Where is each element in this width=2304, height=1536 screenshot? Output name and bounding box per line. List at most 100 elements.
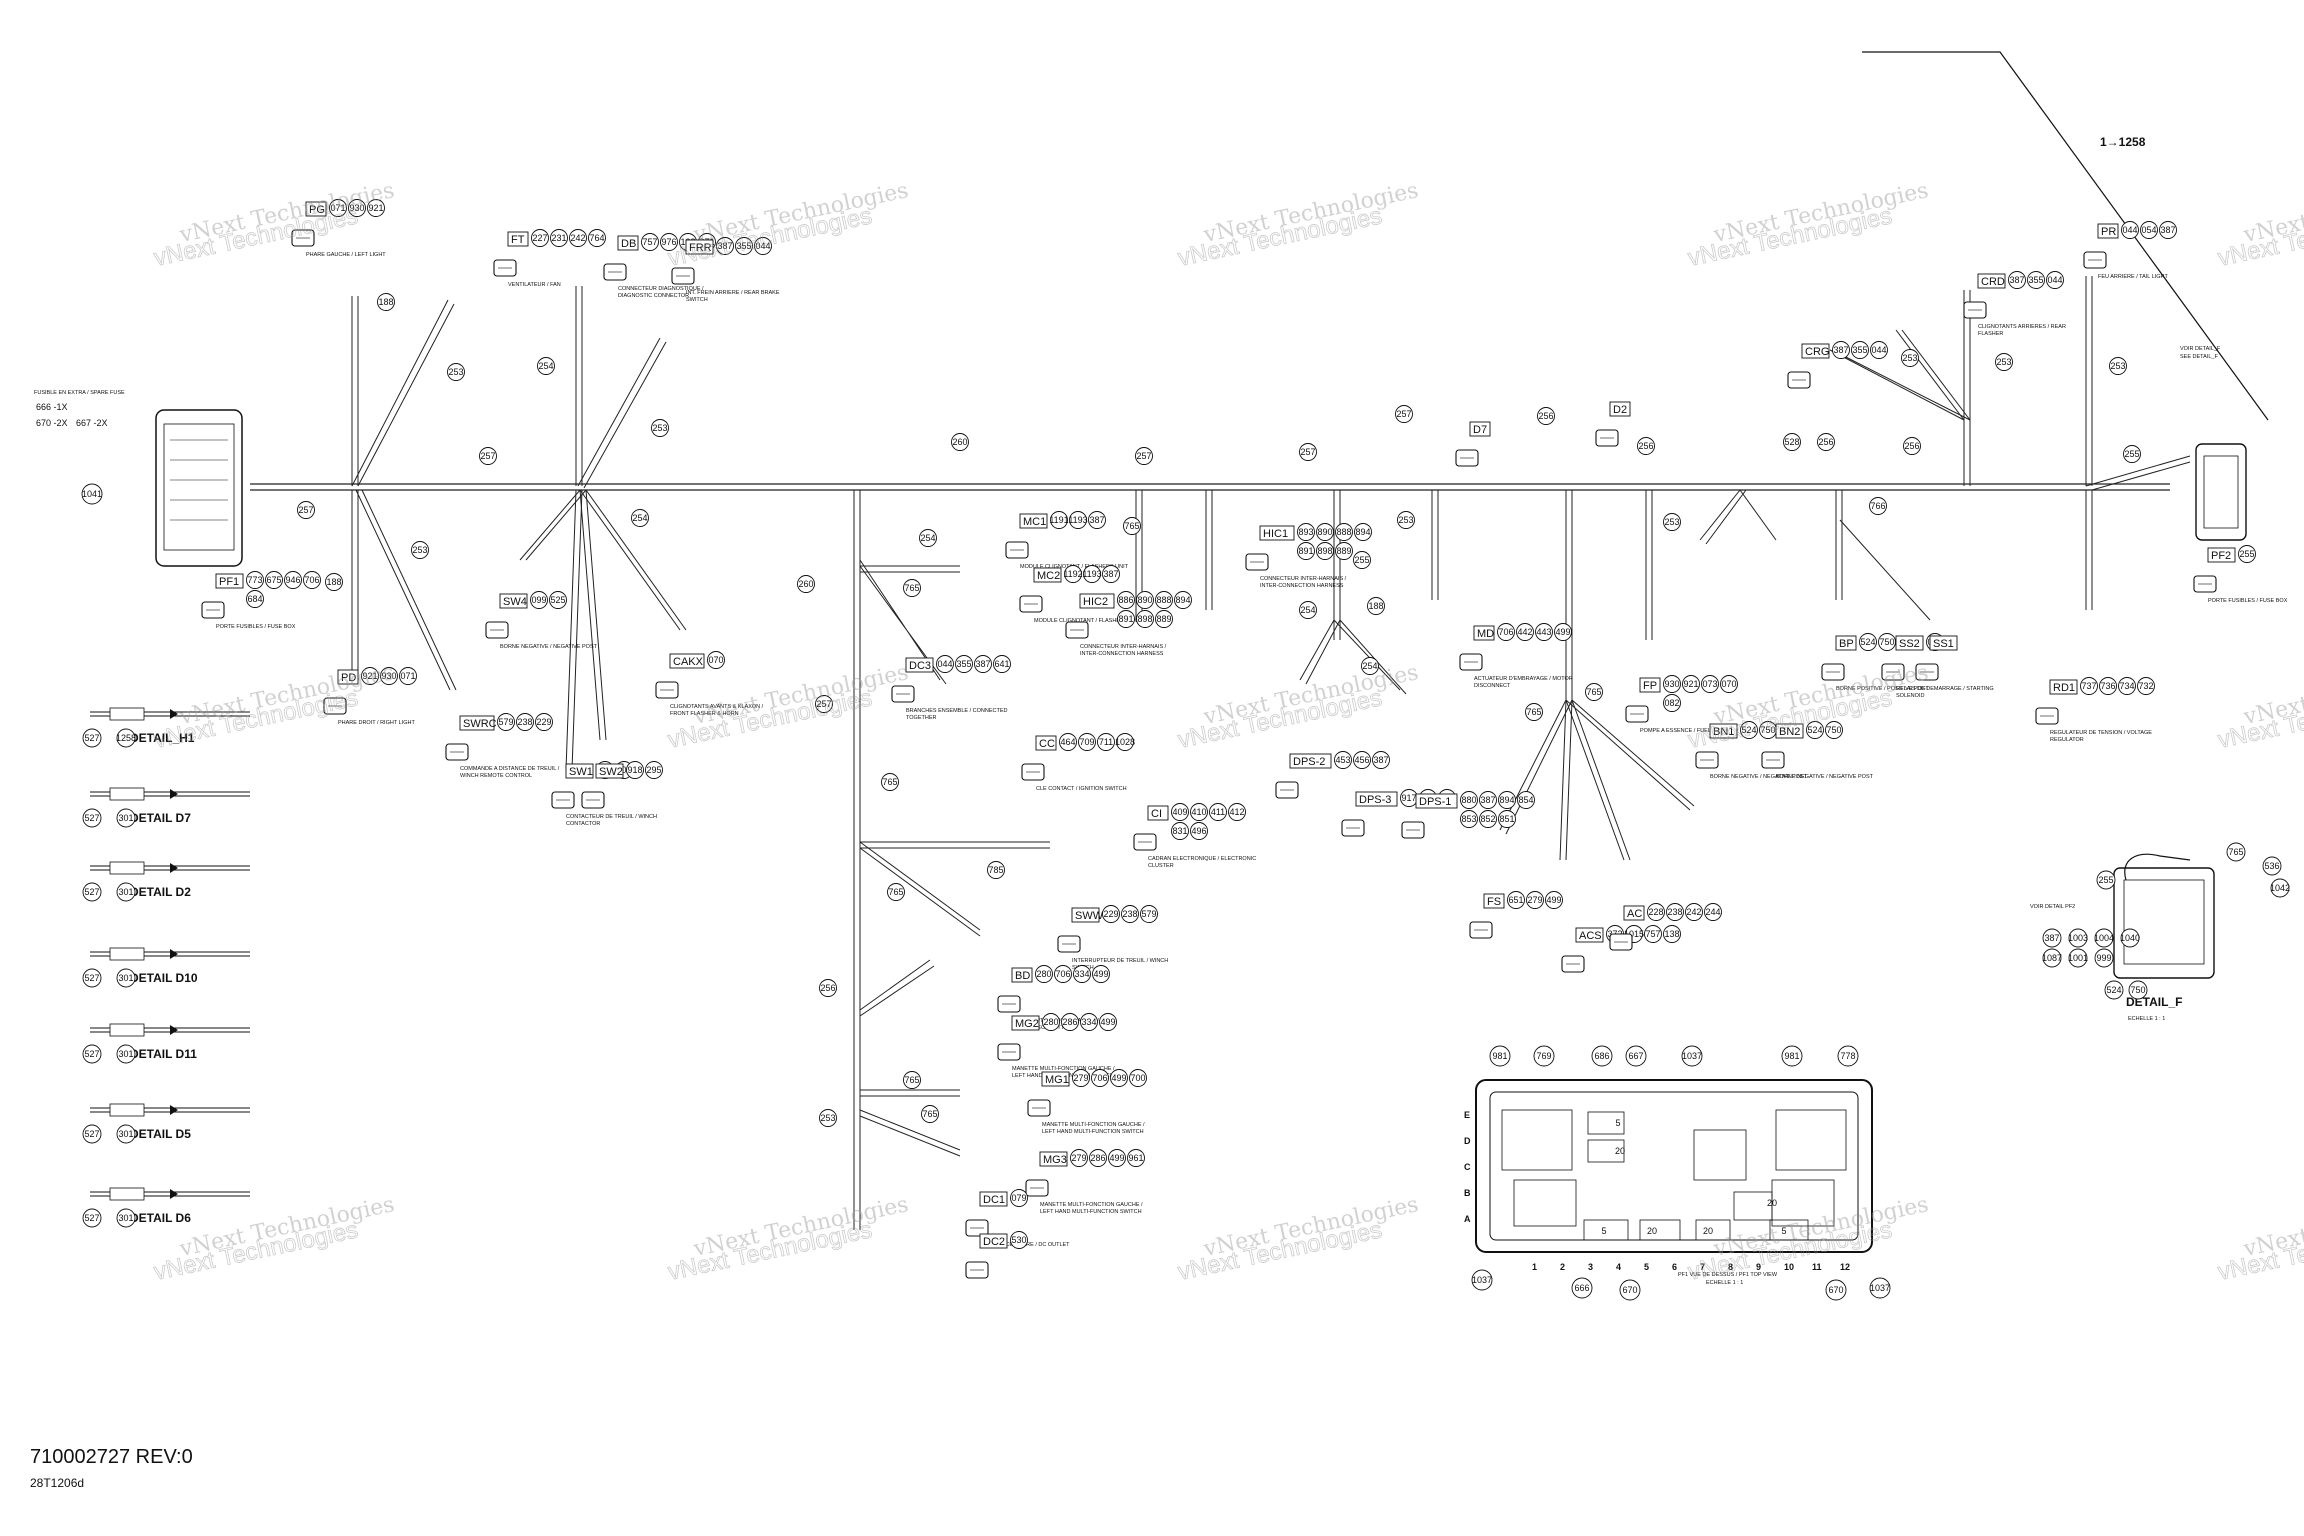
- wire-callout: 766: [1869, 497, 1887, 515]
- spare-fuse-line: 670 -2X: [36, 418, 68, 428]
- part-number: 641: [994, 659, 1009, 669]
- connector-code-box: [1011, 967, 1033, 983]
- connector-code: FT: [511, 234, 525, 246]
- connector-code: MG3: [1043, 1154, 1067, 1166]
- connector-swrc: SWRC COMMANDE A DISTANCE DE TREUIL /WINCH…: [445, 713, 560, 779]
- part-callout: 295: [645, 761, 663, 779]
- fuse-rating: 20: [1703, 1226, 1713, 1236]
- part-number: 765: [904, 1075, 919, 1085]
- connector-code: MC2: [1037, 570, 1060, 582]
- part-callout: 917: [1400, 789, 1418, 807]
- connector-description: VENTILATEUR / FAN: [508, 282, 561, 288]
- connector-code: FRR: [689, 242, 712, 254]
- connector-code-box: [1977, 273, 2006, 289]
- connector-code: SWRC: [463, 718, 497, 730]
- wire-callout: 256: [1537, 407, 1555, 425]
- part-callout: 894: [1498, 791, 1516, 809]
- fuse-rating: 20: [1647, 1226, 1657, 1236]
- detail-part-callout: 301: [116, 968, 136, 988]
- detail-diode-icon: [170, 1025, 178, 1035]
- part-callout: 286: [1061, 1013, 1079, 1031]
- wire-callout: 256: [819, 979, 837, 997]
- part-callout: 732: [2137, 677, 2155, 695]
- part-number: 387: [1103, 569, 1118, 579]
- wire-callout: 253: [651, 419, 669, 437]
- connector-code: FP: [1643, 680, 1657, 692]
- part-callout: 227: [531, 229, 549, 247]
- connector-code-box: [2207, 547, 2236, 563]
- part-number: 334: [1081, 1017, 1096, 1027]
- part-callout: 496: [1190, 822, 1208, 840]
- connector-code: HIC2: [1083, 596, 1108, 608]
- part-number: 138: [1664, 929, 1679, 939]
- part-number: 255: [2098, 875, 2113, 885]
- connector-code: DPS-1: [1419, 796, 1451, 808]
- fuse-rating: 5: [1615, 1118, 1620, 1128]
- part-number: 579: [498, 717, 513, 727]
- detail-title: DETAIL D2: [130, 885, 191, 899]
- part-callout: 453: [1334, 751, 1352, 769]
- pf2-connector: [2195, 443, 2247, 541]
- wire-callout: 253: [2109, 357, 2127, 375]
- fuse-col-label: 11: [1812, 1262, 1822, 1272]
- part-number: 256: [1818, 437, 1833, 447]
- part-callout: 279: [1070, 1149, 1088, 1167]
- part-callout: 524: [1806, 721, 1824, 739]
- part-callout: 880: [1460, 791, 1478, 809]
- wire-callout: 785: [987, 861, 1005, 879]
- connector-code-box: [1895, 635, 1924, 651]
- connector-code: RD1: [2053, 682, 2075, 694]
- part-number: 387: [1089, 515, 1104, 525]
- wire-callout: 256: [1903, 437, 1921, 455]
- part-callout: 851: [1498, 810, 1516, 828]
- part-number: 229: [1103, 909, 1118, 919]
- part-number: 253: [1664, 517, 1679, 527]
- fuse-col-label: 3: [1588, 1262, 1593, 1272]
- connector-code-box: [1079, 593, 1115, 609]
- part-number: 301: [118, 1129, 133, 1139]
- part-number: 253: [1902, 353, 1917, 363]
- part-number: 082: [1664, 698, 1679, 708]
- connector-code: CAKX: [673, 656, 704, 668]
- part-callout: 757: [641, 233, 659, 251]
- part-number: 706: [1092, 1073, 1107, 1083]
- part-number: 257: [480, 451, 495, 461]
- wire-callout: 253: [447, 363, 465, 381]
- connector-description: BORNE NEGATIVE / NEGATIVE POST: [500, 644, 598, 650]
- part-number: 456: [1354, 755, 1369, 765]
- part-number: 286: [1090, 1153, 1105, 1163]
- part-callout: 921: [367, 199, 385, 217]
- part-number: 255: [2124, 449, 2139, 459]
- part-number: 499: [1546, 895, 1561, 905]
- detail-f-part-callout: 1087: [2042, 948, 2062, 968]
- part-number: 301: [118, 1213, 133, 1223]
- part-number: 527: [84, 973, 99, 983]
- part-number: 442: [1517, 627, 1532, 637]
- document-number: 710002727 REV:0: [30, 1446, 193, 1468]
- wire-callout: 765: [887, 883, 905, 901]
- part-number: 888: [1156, 595, 1171, 605]
- part-number: 930: [381, 671, 396, 681]
- detail-title: DETAIL_H1: [130, 731, 195, 745]
- connector-code-box: [617, 235, 639, 251]
- part-number: 054: [2141, 225, 2156, 235]
- fuse-rating: 20: [1615, 1146, 1625, 1156]
- part-number: 301: [118, 973, 133, 983]
- part-callout: 044: [2046, 271, 2064, 289]
- fuse-col-label: 6: [1672, 1262, 1677, 1272]
- connector-description: COMMANDE A DISTANCE DE TREUIL /WINCH REM…: [460, 766, 560, 779]
- part-number: 765: [888, 887, 903, 897]
- part-number: 853: [1461, 814, 1476, 824]
- part-callout: 242: [569, 229, 587, 247]
- part-number: 044: [2047, 275, 2062, 285]
- part-number: 579: [1141, 909, 1156, 919]
- part-number: 757: [1645, 929, 1660, 939]
- part-callout: 238: [516, 713, 534, 731]
- part-number: 070: [708, 655, 723, 665]
